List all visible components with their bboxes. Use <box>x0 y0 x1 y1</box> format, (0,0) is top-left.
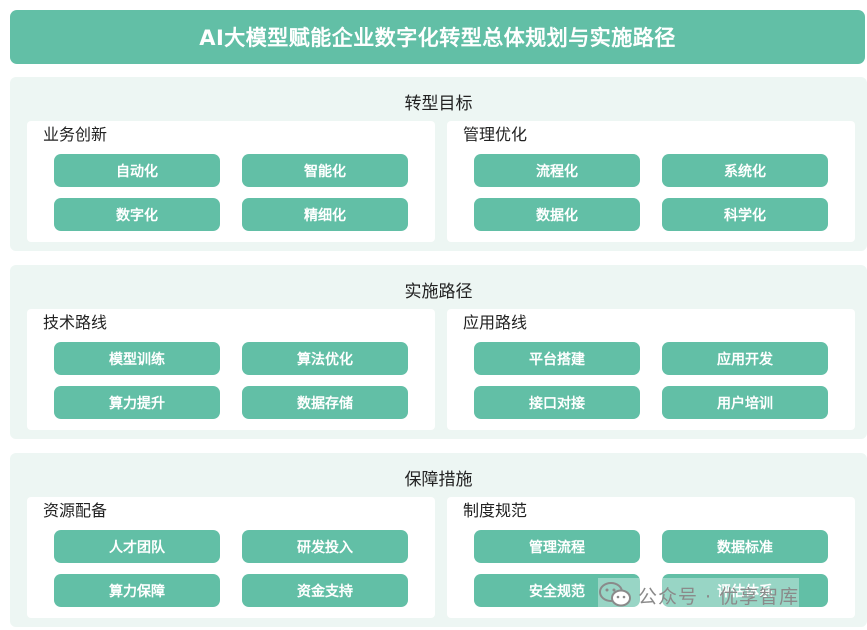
item-chip: 评估体系 <box>662 574 828 607</box>
panel-technical-route: 技术路线 模型训练 算法优化 算力提升 数据存储 <box>27 309 435 430</box>
item-chip: 系统化 <box>662 154 828 187</box>
item-chip: 人才团队 <box>54 530 220 563</box>
item-chip: 数据存储 <box>242 386 408 419</box>
item-chip: 用户培训 <box>662 386 828 419</box>
item-chip: 自动化 <box>54 154 220 187</box>
panel-business-innovation: 业务创新 自动化 智能化 数字化 精细化 <box>27 121 435 242</box>
item-chip: 接口对接 <box>474 386 640 419</box>
item-chip: 资金支持 <box>242 574 408 607</box>
item-chip: 精细化 <box>242 198 408 231</box>
panel-resource-allocation: 资源配备 人才团队 研发投入 算力保障 资金支持 <box>27 497 435 618</box>
item-chip: 模型训练 <box>54 342 220 375</box>
panel-title: 应用路线 <box>463 313 528 332</box>
section-title: 实施路径 <box>404 282 473 302</box>
item-chip: 算力提升 <box>54 386 220 419</box>
title-banner: AI大模型赋能企业数字化转型总体规划与实施路径 <box>10 10 865 64</box>
section-title: 保障措施 <box>404 470 473 490</box>
section-implementation-path: 实施路径 技术路线 模型训练 算法优化 算力提升 数据存储 应用路线 平台搭建 … <box>10 265 867 439</box>
item-chip: 数字化 <box>54 198 220 231</box>
section-title: 转型目标 <box>404 94 473 114</box>
item-chip: 数据化 <box>474 198 640 231</box>
item-chip: 管理流程 <box>474 530 640 563</box>
item-chip: 研发投入 <box>242 530 408 563</box>
wechat-icon <box>599 582 631 607</box>
panel-title: 技术路线 <box>43 313 108 332</box>
item-chip: 算力保障 <box>54 574 220 607</box>
watermark-text: 公众号 · 优享智库 <box>638 585 800 608</box>
panel-title: 制度规范 <box>463 501 528 520</box>
item-chip: 平台搭建 <box>474 342 640 375</box>
watermark: 公众号 · 优享智库 <box>598 578 800 612</box>
panel-management-optimization: 管理优化 流程化 系统化 数据化 科学化 <box>447 121 855 242</box>
item-chip: 智能化 <box>242 154 408 187</box>
section-transformation-goals: 转型目标 业务创新 自动化 智能化 数字化 精细化 管理优化 流程化 系统化 数… <box>10 77 867 251</box>
panel-title: 业务创新 <box>43 125 108 144</box>
item-chip: 科学化 <box>662 198 828 231</box>
item-chip: 数据标准 <box>662 530 828 563</box>
section-safeguard-measures: 保障措施 资源配备 人才团队 研发投入 算力保障 资金支持 制度规范 管理流程 … <box>10 453 867 627</box>
page-title: AI大模型赋能企业数字化转型总体规划与实施路径 <box>199 26 676 50</box>
panel-title: 管理优化 <box>463 125 528 144</box>
panel-title: 资源配备 <box>43 501 108 520</box>
panel-application-route: 应用路线 平台搭建 应用开发 接口对接 用户培训 <box>447 309 855 430</box>
item-chip: 算法优化 <box>242 342 408 375</box>
item-chip: 应用开发 <box>662 342 828 375</box>
item-chip: 流程化 <box>474 154 640 187</box>
